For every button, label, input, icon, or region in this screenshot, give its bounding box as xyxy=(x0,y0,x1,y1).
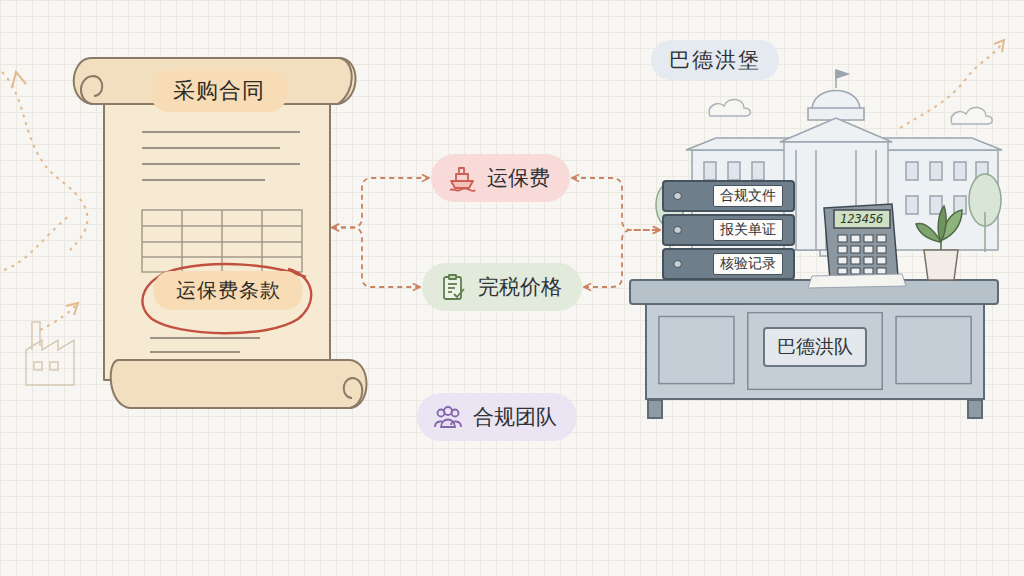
calculator-display: 123456 xyxy=(840,212,883,226)
node-text: 巴德洪堡 xyxy=(669,46,761,74)
node-text: 运保费条款 xyxy=(154,271,303,310)
cloud xyxy=(709,99,992,124)
node-text: 合规文件 xyxy=(713,185,783,207)
dashed-connector xyxy=(584,230,660,287)
dashed-connector xyxy=(332,228,420,288)
ship-icon xyxy=(447,163,477,193)
binder: 核验记录 xyxy=(662,248,795,280)
place-label: 巴德洪堡 xyxy=(651,40,779,80)
node-text: 巴德洪队 xyxy=(763,327,867,367)
node-text: 报关单证 xyxy=(713,219,783,241)
concept-pill: 完税价格 xyxy=(422,263,582,311)
binder: 报关单证 xyxy=(662,214,795,246)
circled-clause: 运保费条款 xyxy=(138,261,318,335)
people-icon xyxy=(433,402,463,432)
calculator xyxy=(824,204,898,280)
desk: 巴德洪队 xyxy=(645,303,985,400)
node-text: 完税价格 xyxy=(478,273,562,301)
binder: 合规文件 xyxy=(662,180,795,212)
contract-scroll: 采购合同运保费条款 xyxy=(108,60,330,395)
team-pill: 合规团队 xyxy=(417,393,577,441)
dashed-connector xyxy=(572,178,660,230)
concept-pill: 运保费 xyxy=(431,154,570,202)
clipboard-icon xyxy=(438,272,468,302)
node-text: 运保费 xyxy=(487,164,550,192)
desk-frame xyxy=(630,280,998,418)
building-sketch xyxy=(686,70,1002,256)
paper-sheet xyxy=(808,274,906,288)
node-text: 合规团队 xyxy=(473,403,557,431)
node-text: 核验记录 xyxy=(713,253,783,275)
scroll-illustration xyxy=(74,58,367,408)
node-text: 采购合同 xyxy=(151,70,287,112)
factory-icon xyxy=(26,322,74,385)
dashed-connector xyxy=(332,178,429,228)
potted-plant xyxy=(916,206,962,280)
